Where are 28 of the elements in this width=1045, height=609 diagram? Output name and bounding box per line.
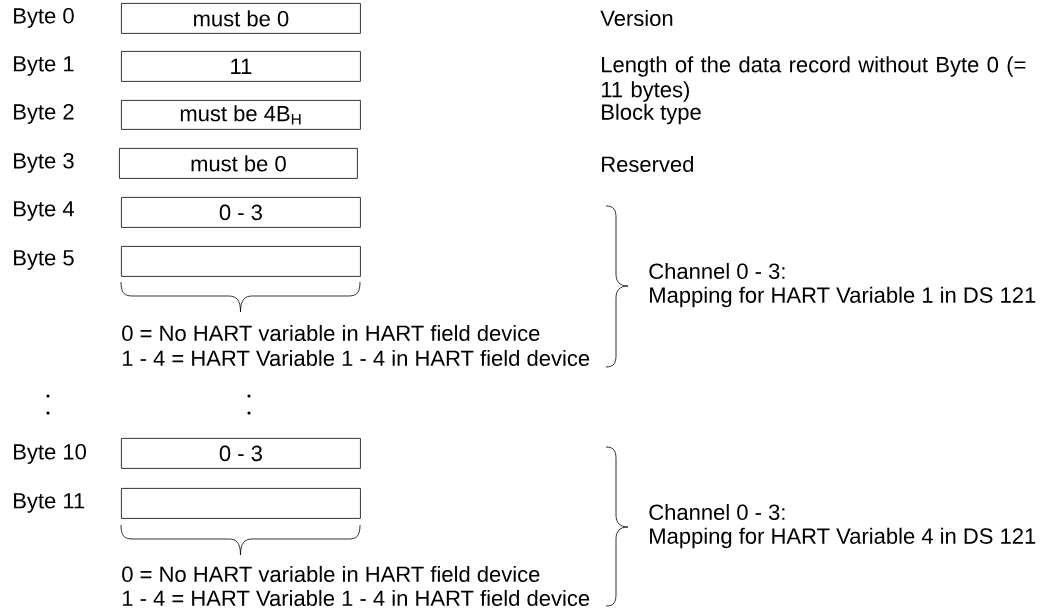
empty-field-box [121, 488, 361, 519]
description-text: Block type [602, 103, 701, 125]
description-text: Mapping for HART Variable 4 in DS 121 [650, 527, 1036, 549]
field-box: must be 4B$_{H}$ [121, 100, 361, 130]
description-text: Version [600, 9, 673, 27]
value-note: 1 - 4 = HART Variable 1 - 4 in HART field device [122, 349, 590, 367]
field-box: 11 [121, 51, 361, 82]
byte-label: Byte 0 [14, 8, 74, 28]
field-box: must be 0 [121, 3, 361, 34]
field-box: must be 0 [119, 148, 358, 179]
value-note: 0 = No HART variable in HART field device [122, 565, 540, 583]
value-note: 0 = No HART variable in HART field device [122, 324, 540, 342]
value-note: 1 - 4 = HART Variable 1 - 4 in HART field device [122, 589, 590, 607]
description-text: Mapping for HART Variable 1 in DS 121 [650, 286, 1036, 308]
field-box: 0 - 3 [121, 438, 361, 469]
description-text: Length of the data record without Byte 0 (= 11 bytes) [601, 56, 1026, 102]
byte-label: Byte 5 [14, 250, 74, 270]
description-text: Channel 0 - 3: [649, 503, 785, 521]
empty-field-box [121, 246, 361, 277]
description-text: Reserved [602, 155, 693, 173]
byte-label: Byte 2 [14, 104, 74, 124]
field-box: 0 - 3 [121, 197, 361, 228]
byte-label: Byte 1 [14, 56, 74, 76]
description-text: Channel 0 - 3: [649, 262, 785, 280]
byte-label: Byte 11 [14, 493, 85, 513]
byte-label: Byte 4 [14, 201, 74, 221]
byte-label: Byte 3 [14, 153, 74, 173]
byte-label: Byte 10 [14, 444, 86, 464]
